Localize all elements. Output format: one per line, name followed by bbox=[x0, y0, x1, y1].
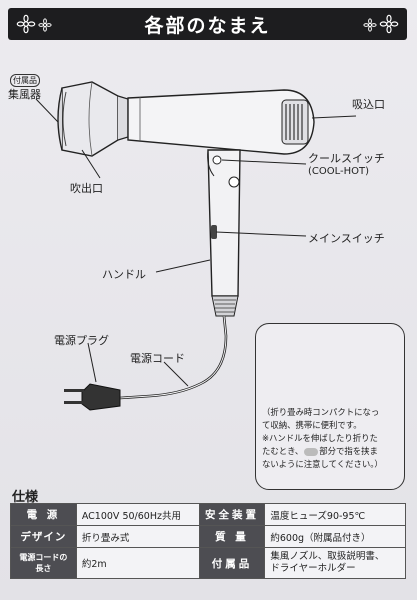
spec-table: 電 源 AC100V 50/60Hz共用 安全装置 温度ヒューズ90-95℃ デ… bbox=[10, 503, 406, 579]
note-line: たむとき、 部分で指を挟ま bbox=[262, 445, 400, 458]
flower-ornament-icon bbox=[38, 18, 52, 32]
power-cord-highlight bbox=[119, 315, 227, 399]
spec-value-safety: 温度ヒューズ90-95℃ bbox=[264, 503, 406, 526]
spec-value-design: 折り畳み式 bbox=[75, 525, 200, 548]
inlet-grille bbox=[281, 99, 309, 145]
spec-header-safety: 安全装置 bbox=[198, 503, 266, 526]
spec-header-design: デザイン bbox=[10, 525, 77, 548]
flower-ornament-icon bbox=[16, 14, 36, 34]
label-cool-switch-sub: (COOL-HOT) bbox=[308, 166, 370, 177]
accessory-line: ドライヤーホルダー bbox=[270, 563, 356, 574]
spec-value-cord-length: 約2m bbox=[75, 547, 200, 579]
title-bar: 各部のなまえ bbox=[8, 8, 407, 40]
note-line: ※ハンドルを伸ばしたり折りた bbox=[262, 433, 378, 443]
table-row: 電源コードの長さ 約2m 付属品 集風ノズル、取扱説明書、 ドライヤーホルダー bbox=[10, 547, 406, 579]
note-line: （折り畳み時コンパクトになっ bbox=[262, 407, 380, 417]
label-concentrator: 集風器 bbox=[8, 88, 41, 101]
spec-header-cord-length: 電源コードの長さ bbox=[10, 547, 77, 579]
table-row: 電 源 AC100V 50/60Hz共用 安全装置 温度ヒューズ90-95℃ bbox=[10, 503, 406, 526]
spec-value-mass: 約600g（附属品付き） bbox=[264, 525, 406, 548]
note-line-part: 部分で指を挟ま bbox=[319, 446, 378, 456]
flower-ornament-icon bbox=[363, 18, 377, 32]
spec-title: 仕様 bbox=[12, 490, 39, 505]
spec-header-accessories: 付属品 bbox=[198, 547, 266, 579]
note-line-part: たむとき、 bbox=[262, 446, 304, 456]
label-power-cord: 電源コード bbox=[130, 352, 185, 365]
dryer-body bbox=[127, 89, 315, 155]
label-cool-switch: クールスイッチ bbox=[308, 152, 385, 165]
note-line: て収納、携帯に便利です。 bbox=[262, 420, 362, 430]
label-outlet: 吹出口 bbox=[70, 182, 103, 195]
label-handle: ハンドル bbox=[102, 268, 146, 281]
label-main-switch: メインスイッチ bbox=[308, 232, 385, 245]
table-row: デザイン 折り畳み式 質 量 約600g（附属品付き） bbox=[10, 525, 406, 548]
pinch-area-marker bbox=[304, 447, 319, 456]
power-plug bbox=[64, 383, 121, 411]
leader-lines bbox=[35, 98, 357, 387]
accessory-badge: 付属品 bbox=[10, 74, 40, 87]
note-line: ないように注意してください。） bbox=[262, 459, 383, 469]
folding-inset: （折り畳み時コンパクトになっ て収納、携帯に便利です。 ※ハンドルを伸ばしたり折… bbox=[255, 323, 405, 490]
dryer-handle bbox=[207, 149, 241, 317]
accessory-line: 集風ノズル、取扱説明書、 bbox=[270, 551, 385, 562]
flower-ornament-icon bbox=[379, 14, 399, 34]
spec-value-accessories: 集風ノズル、取扱説明書、 ドライヤーホルダー bbox=[264, 547, 406, 579]
concentrator-nozzle bbox=[57, 81, 129, 157]
label-power-plug: 電源プラグ bbox=[54, 334, 109, 347]
spec-header-power: 電 源 bbox=[10, 503, 77, 526]
folding-note: （折り畳み時コンパクトになっ て収納、携帯に便利です。 ※ハンドルを伸ばしたり折… bbox=[262, 406, 400, 471]
spec-value-power: AC100V 50/60Hz共用 bbox=[75, 503, 200, 526]
spec-header-mass: 質 量 bbox=[198, 525, 266, 548]
page-title: 各部のなまえ bbox=[144, 14, 271, 37]
label-inlet: 吸込口 bbox=[352, 98, 385, 111]
